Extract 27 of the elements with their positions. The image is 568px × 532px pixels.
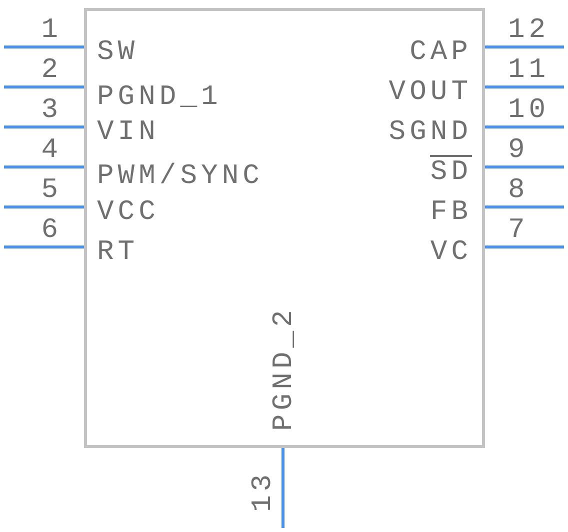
pin-number: 13 bbox=[250, 470, 278, 512]
pin-number: 2 bbox=[41, 57, 62, 85]
pin-number: 10 bbox=[508, 97, 550, 125]
pin-number: 3 bbox=[41, 97, 62, 125]
pin-number: 8 bbox=[508, 177, 529, 205]
chip-body bbox=[84, 8, 485, 448]
pin-name: CAP bbox=[410, 39, 472, 67]
pin-number: 9 bbox=[508, 137, 529, 165]
pin-name: SW bbox=[97, 39, 139, 67]
pin-name: VIN bbox=[97, 119, 160, 147]
pin-number: 7 bbox=[508, 217, 529, 245]
pin-name: PGND_1 bbox=[97, 84, 222, 112]
pin-name: VCC bbox=[97, 199, 160, 227]
pin-name: FB bbox=[430, 199, 472, 227]
pin-name: VC bbox=[430, 239, 472, 267]
pin-name: PGND_2 bbox=[271, 306, 299, 431]
pin-number: 11 bbox=[508, 57, 550, 85]
pin-name: VOUT bbox=[388, 79, 472, 107]
pin-number: 1 bbox=[41, 17, 62, 45]
pin-name: PWM/SYNC bbox=[97, 163, 264, 191]
pin-name: SD bbox=[430, 155, 472, 187]
pin-number: 12 bbox=[508, 17, 550, 45]
pin-name: RT bbox=[97, 239, 139, 267]
pin-number: 5 bbox=[41, 177, 62, 205]
pin-number: 4 bbox=[41, 137, 62, 165]
pin-number: 6 bbox=[41, 217, 62, 245]
pin-name: SGND bbox=[388, 119, 472, 147]
